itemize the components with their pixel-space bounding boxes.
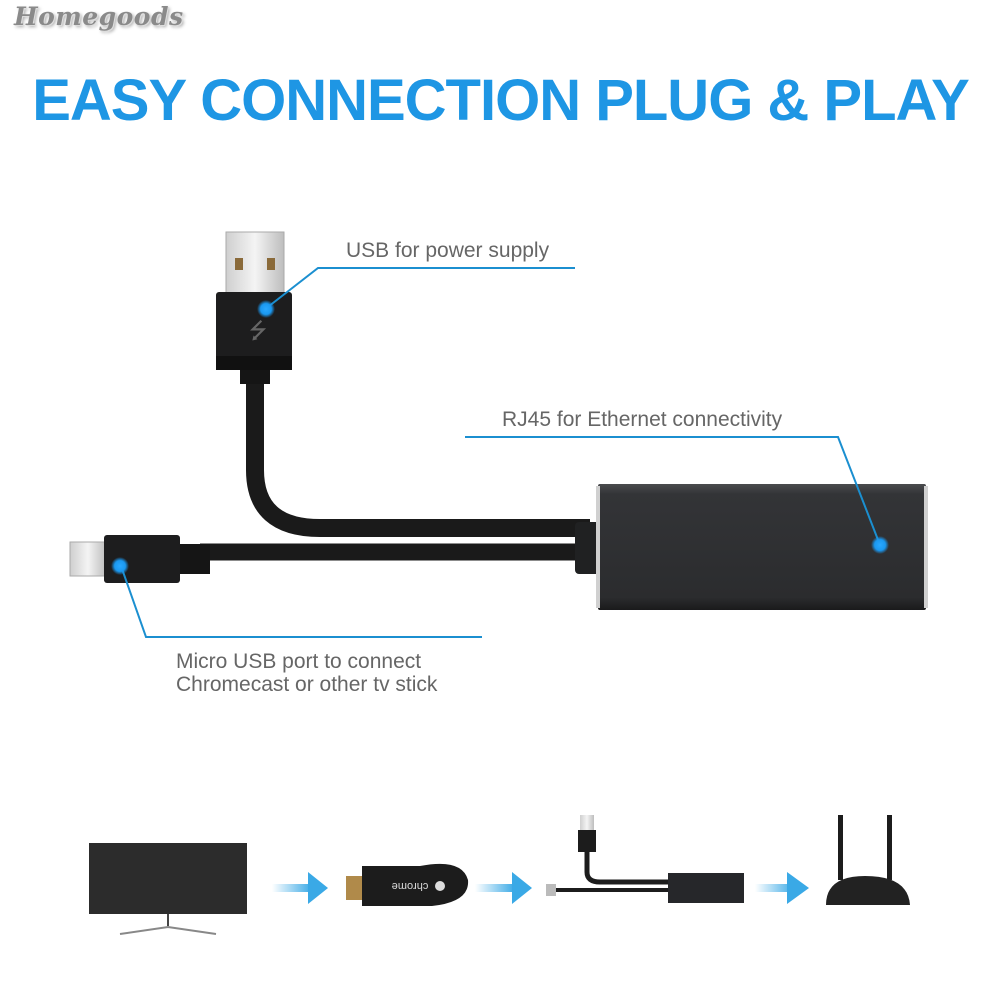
micro-usb-label-line1: Micro USB port to connect	[176, 650, 422, 673]
arrow-icon	[272, 872, 809, 904]
micro-usb-callout-dot	[111, 557, 129, 575]
usb-callout-dot	[257, 300, 275, 318]
callout-lines	[120, 267, 881, 638]
usb-power-label: USB for power supply	[346, 239, 550, 262]
usb-symbol-icon: ⭍	[249, 319, 267, 344]
usb-a-plug: ⭍	[216, 231, 292, 384]
page-title: EASY CONNECTION PLUG & PLAY	[32, 68, 970, 133]
cable	[200, 380, 590, 561]
tv-icon	[89, 843, 247, 935]
rj45-callout-dot	[871, 536, 889, 554]
router-icon	[826, 815, 910, 905]
rj45-label: RJ45 for Ethernet connectivity	[502, 408, 783, 431]
chromecast-icon: chrome	[346, 863, 469, 906]
micro-usb-plug	[69, 535, 210, 583]
small-adapter-icon	[546, 815, 744, 903]
ethernet-adapter	[575, 484, 928, 610]
micro-usb-label-line2: Chromecast or other tv stick	[176, 673, 438, 696]
chromecast-label: chrome	[392, 880, 429, 892]
watermark-logo: Homegoods	[14, 2, 184, 31]
